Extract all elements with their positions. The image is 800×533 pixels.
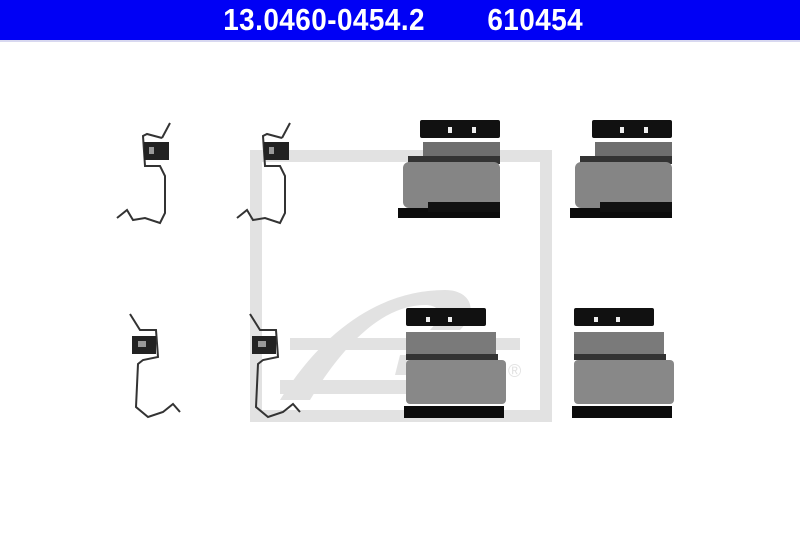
spring-clip-icon [116,122,171,225]
reference-number: 610454 [487,2,584,37]
pad-retainer-bracket-icon [572,308,674,418]
pad-retainer-bracket-icon [404,308,506,418]
svg-text:®: ® [508,361,521,381]
spring-clip-icon [249,313,301,419]
header-bar: 13.0460-0454.2 610454 [0,0,800,40]
article-number: 13.0460-0454.2 [222,2,425,37]
pad-retainer-bracket-icon [570,120,672,218]
pad-retainer-bracket-icon [398,120,500,218]
spring-clip-icon [129,313,181,419]
header-divider [0,40,800,42]
spring-clip-icon [236,122,291,225]
